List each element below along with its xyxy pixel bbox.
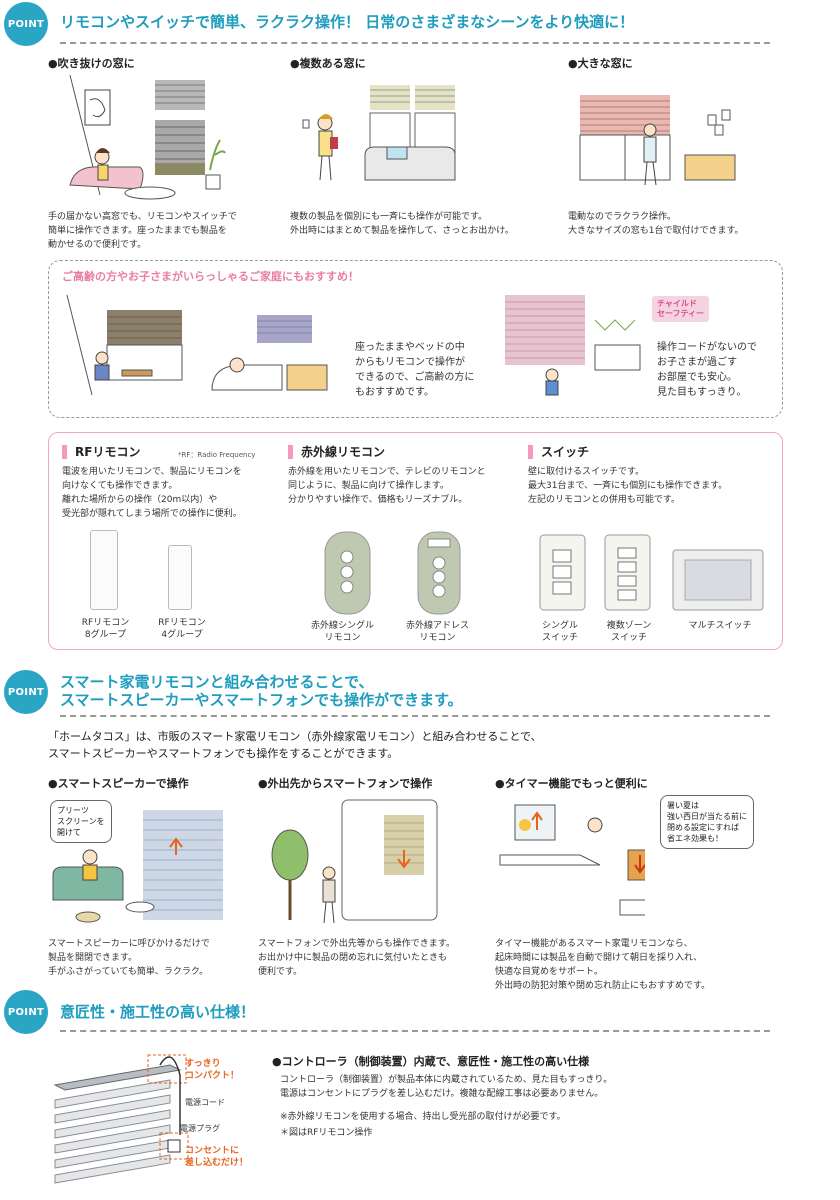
divider — [60, 715, 770, 717]
section-title-line2: スマートスピーカーやスマートフォンでも操作ができます。 — [60, 691, 463, 709]
product-caption: 赤外線シングル リモコン — [310, 621, 374, 643]
power-plug-label: 電源プラグ — [180, 1124, 220, 1133]
child-text: 操作コードがないので お子さまが過ごす お部屋でも安心。 見た目もすっきり。 — [657, 342, 757, 398]
feature-heading: ●タイマー機能でもっと便利に — [495, 777, 648, 790]
controllers-box — [48, 432, 783, 650]
point-badge: POINT — [4, 670, 48, 714]
spec-note: ＊図はRFリモコン操作 — [280, 1128, 373, 1138]
speech-bubble: 暑い夏は 強い西日が当たる前に 閉める設定にすれば 省エネ効果も！ — [660, 795, 754, 849]
child-illustration — [505, 295, 641, 396]
controller-note: *RF：Radio Frequency — [178, 451, 256, 459]
outlet-label: コンセントに 差し込むだけ！ — [185, 1146, 249, 1168]
feature-description: タイマー機能があるスマート家電リモコンなら、 起床時間には製品を自動で開けて朝日… — [495, 939, 711, 991]
elderly-text: 座ったままやベッドの中 からもリモコンで操作が できるので、ご高齢の方に もおす… — [355, 342, 475, 398]
switches-image — [539, 534, 764, 611]
intro-line: 「ホームタコス」は、市販のスマート家電リモコン（赤外線家電リモコン）と組み合わせ… — [48, 730, 542, 743]
divider — [60, 1030, 770, 1032]
ir-remotes-image — [324, 531, 461, 615]
section-title-line1: スマート家電リモコンと組み合わせることで、 — [60, 673, 374, 691]
divider — [60, 42, 770, 44]
feature-description: スマートスピーカーに呼びかけるだけで 製品を開閉できます。 手がふさがっていても… — [48, 939, 210, 977]
rf-remote-8-image — [90, 530, 118, 610]
timer-illustration — [499, 804, 645, 916]
section-title: リモコンやスイッチで簡単、ラクラク操作！ 日常のさまざまなシーンをより快適に！ — [60, 13, 635, 31]
controller-title: 赤外線リモコン — [288, 445, 385, 459]
rf-remote-4-image — [168, 545, 192, 610]
smartphone-illustration — [271, 799, 438, 924]
product-caption: RFリモコン 8グループ — [81, 618, 130, 640]
elderly-illustration — [66, 294, 328, 396]
spec-description: コントローラ（制御装置）が製品本体に内蔵されているため、見た目もすっきり。 電源… — [280, 1075, 613, 1099]
product-caption: マルチスイッチ — [688, 621, 752, 631]
scene-description: 手の届かない高窓でも、リモコンやスイッチで 簡単に操作できます。座ったままでも製… — [48, 212, 237, 250]
spec-heading: ●コントローラ（制御装置）内蔵で、意匠性・施工性の高い仕様 — [272, 1055, 590, 1068]
product-cutaway-illustration — [53, 1054, 189, 1184]
controller-description: 電波を用いたリモコンで、製品にリモコンを 向けなくても操作できます。 離れた場所… — [62, 467, 242, 519]
point-badge: POINT — [4, 990, 48, 1034]
smart-speaker-illustration — [52, 810, 223, 923]
feature-description: スマートフォンで外出先等からも操作できます。 お出かけ中に製品の閉め忘れに気付い… — [258, 939, 455, 977]
feature-heading: ●スマートスピーカーで操作 — [48, 777, 189, 790]
recommend-title: ご高齢の方やお子さまがいらっしゃるご家庭にもおすすめ！ — [62, 270, 359, 283]
scene-heading: ●吹き抜けの窓に — [48, 57, 135, 70]
spec-note: ※赤外線リモコンを使用する場合、持出し受光部の取付けが必要です。 — [280, 1112, 566, 1122]
scene-illustration-multiple-windows — [302, 85, 456, 181]
recommend-box — [48, 260, 783, 418]
controller-description: 赤外線を用いたリモコンで、テレビのリモコンと 同じように、製品に向けて操作します… — [288, 467, 486, 505]
scene-heading: ●大きな窓に — [568, 57, 633, 70]
compact-label: すっきり コンパクト！ — [185, 1059, 240, 1081]
product-caption: 複数ゾーン スイッチ — [606, 621, 652, 643]
controller-description: 壁に取付けるスイッチです。 最大31台まで、一斉にも個別にも操作できます。 左記… — [528, 467, 728, 505]
child-safety-tag: チャイルド セーフティー — [652, 296, 710, 322]
section-title: 意匠性・施工性の高い仕様！ — [60, 1003, 256, 1021]
scene-illustration-high-window — [69, 75, 226, 200]
controller-title: RFリモコン — [62, 445, 140, 459]
product-caption: シングル スイッチ — [541, 621, 578, 643]
scene-heading: ●複数ある窓に — [290, 57, 366, 70]
product-caption: RFリモコン 4グループ — [158, 618, 206, 640]
power-cord-label: 電源コード — [185, 1098, 225, 1107]
scene-description: 電動なのでラクラク操作。 大きなサイズの窓も1台で取付けできます。 — [568, 212, 744, 236]
controller-title: スイッチ — [528, 445, 589, 459]
speech-bubble: プリーツ スクリーンを 開けて — [50, 800, 112, 843]
intro-line: スマートスピーカーやスマートフォンでも操作をすることができます。 — [48, 747, 399, 760]
feature-heading: ●外出先からスマートフォンで操作 — [258, 777, 433, 790]
product-caption: 赤外線アドレス リモコン — [405, 621, 469, 643]
intro-text: 「ホームタコス」は、市販のスマート家電リモコン（赤外線家電リモコン）と組み合わせ… — [48, 728, 542, 762]
scene-illustration-large-window — [579, 95, 736, 186]
scene-description: 複数の製品を個別にも一斉にも操作が可能です。 外出時にはまとめて製品を操作して、… — [290, 212, 514, 236]
point-badge: POINT — [4, 2, 48, 46]
